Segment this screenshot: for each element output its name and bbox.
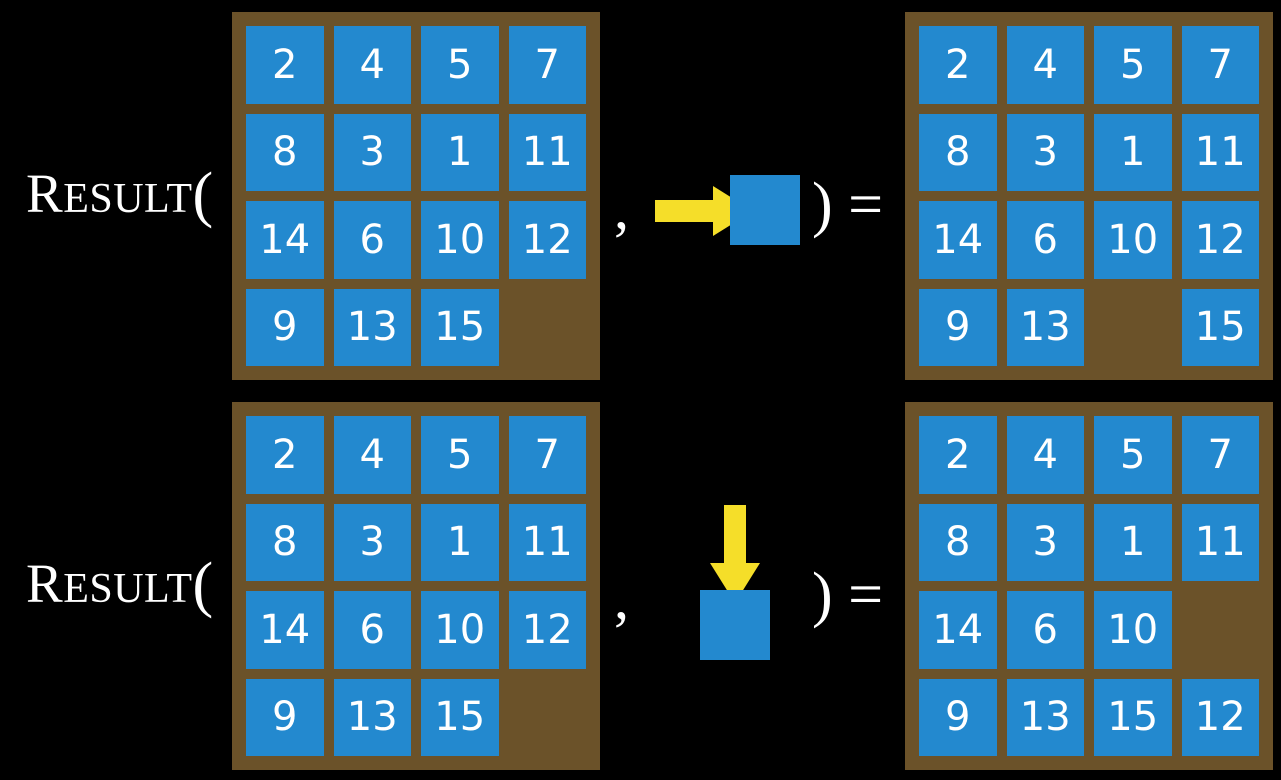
tile-grid-input-top: 2 4 5 7 8 3 1 11 14 6 10 12 9 13 15: [246, 26, 586, 366]
tile[interactable]: 8: [919, 503, 997, 581]
tile[interactable]: 15: [1094, 678, 1172, 756]
tile[interactable]: 4: [333, 26, 411, 104]
result-label-rest: ESULT: [63, 566, 193, 612]
input-board-bottom: 2 4 5 7 8 3 1 11 14 6 10 12 9 13 15: [232, 402, 600, 770]
tile[interactable]: 9: [246, 288, 324, 366]
tile[interactable]: 14: [246, 201, 324, 279]
tile[interactable]: 13: [1006, 678, 1084, 756]
operator-region-bottom: , ) =: [600, 390, 905, 780]
tile[interactable]: 7: [508, 416, 586, 494]
tile[interactable]: 11: [508, 503, 586, 581]
output-board-bottom: 2 4 5 7 8 3 1 11 14 6 10 9 13 15 12: [905, 402, 1273, 770]
tile[interactable]: 2: [919, 416, 997, 494]
tile[interactable]: 14: [919, 591, 997, 669]
equation-row-right-move: RESULT( 2 4 5 7 8 3 1 11 14 6 10 12 9 13…: [26, 0, 1273, 390]
tile[interactable]: 13: [333, 288, 411, 366]
tile[interactable]: 10: [1094, 591, 1172, 669]
tile[interactable]: 3: [1006, 113, 1084, 191]
tile[interactable]: 4: [1006, 416, 1084, 494]
input-board-top: 2 4 5 7 8 3 1 11 14 6 10 12 9 13 15: [232, 12, 600, 380]
result-function-label-bottom: RESULT(: [26, 554, 214, 616]
move-target-square-top: [730, 175, 800, 245]
tile-grid-input-bottom: 2 4 5 7 8 3 1 11 14 6 10 12 9 13 15: [246, 416, 586, 756]
tile[interactable]: 12: [1181, 678, 1259, 756]
tile[interactable]: 1: [1094, 113, 1172, 191]
tile[interactable]: 2: [919, 26, 997, 104]
tile[interactable]: 11: [1181, 503, 1259, 581]
arrow-right-icon: [655, 186, 753, 236]
tile[interactable]: 13: [333, 678, 411, 756]
open-paren-bottom: (: [192, 551, 214, 619]
tile[interactable]: 7: [1181, 416, 1259, 494]
comma-separator-bottom: ,: [614, 565, 629, 631]
tile[interactable]: 1: [421, 113, 499, 191]
tile[interactable]: 6: [1006, 591, 1084, 669]
tile[interactable]: 3: [333, 503, 411, 581]
tile[interactable]: 9: [246, 678, 324, 756]
tile[interactable]: 1: [1094, 503, 1172, 581]
tile-grid-output-bottom: 2 4 5 7 8 3 1 11 14 6 10 9 13 15 12: [919, 416, 1259, 756]
tile[interactable]: 10: [421, 591, 499, 669]
tile[interactable]: 5: [1094, 416, 1172, 494]
tile[interactable]: 14: [919, 201, 997, 279]
empty-slot[interactable]: [1182, 591, 1260, 669]
close-paren-equals-bottom: ) =: [812, 561, 884, 629]
equation-row-down-move: RESULT( 2 4 5 7 8 3 1 11 14 6 10 12 9 13…: [0, 390, 1281, 780]
tile[interactable]: 13: [1006, 288, 1084, 366]
tile[interactable]: 9: [919, 678, 997, 756]
tile[interactable]: 11: [508, 113, 586, 191]
tile[interactable]: 11: [1181, 113, 1259, 191]
tile[interactable]: 7: [508, 26, 586, 104]
arrow-down-icon: [710, 505, 760, 603]
tile[interactable]: 8: [919, 113, 997, 191]
empty-slot[interactable]: [509, 679, 587, 757]
tile[interactable]: 10: [421, 201, 499, 279]
tile[interactable]: 1: [421, 503, 499, 581]
result-function-label-top: RESULT(: [26, 164, 214, 226]
operator-region-top: , ) =: [600, 0, 905, 390]
result-label-cap: R: [26, 553, 64, 614]
close-paren-equals-top: ) =: [812, 171, 884, 239]
tile[interactable]: 8: [246, 503, 324, 581]
tile[interactable]: 15: [1181, 288, 1259, 366]
move-target-square-bottom: [700, 590, 770, 660]
tile[interactable]: 10: [1094, 201, 1172, 279]
result-label-rest: ESULT: [63, 176, 193, 222]
tile[interactable]: 5: [1094, 26, 1172, 104]
tile[interactable]: 3: [333, 113, 411, 191]
tile[interactable]: 12: [508, 591, 586, 669]
tile[interactable]: 15: [421, 288, 499, 366]
tile[interactable]: 2: [246, 416, 324, 494]
empty-slot[interactable]: [509, 289, 587, 367]
tile[interactable]: 8: [246, 113, 324, 191]
tile-grid-output-top: 2 4 5 7 8 3 1 11 14 6 10 12 9 13 15: [919, 26, 1259, 366]
tile[interactable]: 9: [919, 288, 997, 366]
tile[interactable]: 6: [333, 591, 411, 669]
output-board-top: 2 4 5 7 8 3 1 11 14 6 10 12 9 13 15: [905, 12, 1273, 380]
tile[interactable]: 5: [421, 26, 499, 104]
tile[interactable]: 4: [1006, 26, 1084, 104]
tile[interactable]: 6: [333, 201, 411, 279]
empty-slot[interactable]: [1094, 289, 1172, 367]
tile[interactable]: 12: [508, 201, 586, 279]
tile[interactable]: 7: [1181, 26, 1259, 104]
tile[interactable]: 4: [333, 416, 411, 494]
comma-separator-top: ,: [614, 175, 629, 241]
tile[interactable]: 15: [421, 678, 499, 756]
tile[interactable]: 12: [1181, 201, 1259, 279]
tile[interactable]: 6: [1006, 201, 1084, 279]
tile[interactable]: 5: [421, 416, 499, 494]
result-label-cap: R: [26, 163, 64, 224]
tile[interactable]: 2: [246, 26, 324, 104]
tile[interactable]: 14: [246, 591, 324, 669]
open-paren-top: (: [192, 161, 214, 229]
tile[interactable]: 3: [1006, 503, 1084, 581]
